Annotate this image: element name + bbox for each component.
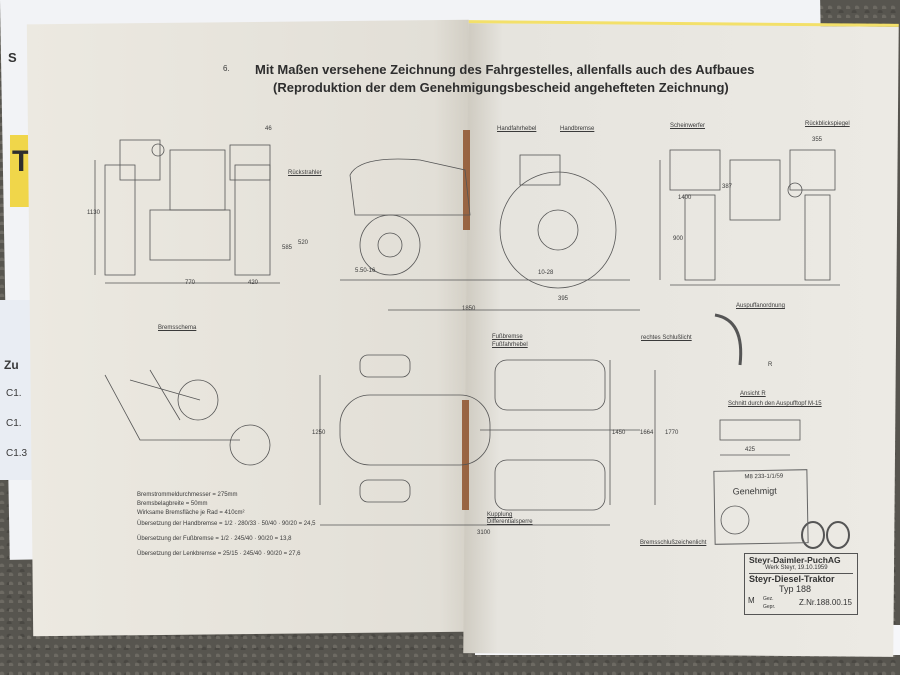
dim: 355 (812, 137, 823, 143)
dim: 1664 (640, 430, 654, 436)
label-scheinwerfer: Scheinwerfer (670, 123, 706, 129)
dim: 1450 (612, 430, 626, 436)
label-rueckblickspiegel: Rückblickspiegel (805, 121, 850, 127)
dim: 1400 (678, 195, 692, 201)
label-fussfahrhebel: Fußfahrhebel (492, 342, 528, 348)
dim: 1770 (665, 430, 679, 436)
dim: 387 (722, 184, 733, 190)
front-view-tractor (659, 149, 840, 286)
rear-view-tractor (94, 139, 280, 284)
muffler-section (719, 419, 801, 441)
label-auspuffanordnung: Auspuffanordnung (736, 303, 785, 309)
dim: 46 (265, 126, 272, 132)
dim: 770 (185, 280, 196, 286)
label-ansicht-r: Ansicht R (740, 391, 766, 397)
dim: 3100 (477, 530, 491, 536)
label-r-arrow: R (768, 362, 773, 368)
label-bremsschema: Bremsschema (158, 325, 197, 331)
round-stamp (720, 505, 750, 535)
seal-stamp-2 (826, 521, 850, 549)
page-title: Mit Maßen versehene Zeichnung des Fahrge… (255, 62, 755, 77)
approval-stamp: M8 233-1/1/59 Genehmigt (713, 469, 809, 545)
label-schlusslicht: rechtes Schlußlicht (641, 335, 692, 341)
label-bremszeichenlicht: Bremsschlußzeichenlicht (640, 540, 707, 546)
dim: 395 (558, 296, 569, 302)
label-kupplung: Kupplung (487, 512, 513, 518)
top-view-tractor (319, 354, 656, 526)
side-view-tractor (340, 154, 640, 311)
card-letter: S (8, 50, 17, 65)
staple-rust-bottom (462, 400, 469, 510)
dim: 585 (282, 245, 293, 251)
tire-rear-size: 10-28 (538, 270, 554, 276)
dim: 420 (248, 280, 259, 286)
label-fussbremse: Fußbremse (492, 334, 523, 340)
dim: 1130 (87, 210, 100, 216)
seal-stamp-1 (801, 521, 825, 549)
label-schnitt: Schnitt durch den Auspufftopf M-15 (728, 401, 822, 407)
title-block: Steyr-Daimler-PuchAG Werk Steyr, 19.10.1… (744, 553, 858, 615)
tire-front-size: 5.50-16 (355, 268, 376, 274)
label-handbremse: Handbremse (560, 126, 595, 132)
label-handfahrhebel: Handfahrhebel (497, 126, 537, 132)
dim: 1250 (312, 430, 326, 436)
dim: 900 (673, 236, 684, 242)
section-number: 6. (223, 64, 230, 73)
label-rueckstrahler: Rückstrahler (288, 170, 322, 176)
brake-schema-drawing (104, 369, 271, 466)
dim: 520 (298, 240, 309, 246)
dim: 425 (745, 447, 756, 453)
page-subtitle: (Reproduktion der dem Genehmigungsbesche… (273, 80, 729, 95)
label-differentialsperre: Differentialsperre (487, 519, 533, 525)
exhaust-drawing (714, 313, 743, 366)
dim: 1850 (462, 306, 476, 312)
